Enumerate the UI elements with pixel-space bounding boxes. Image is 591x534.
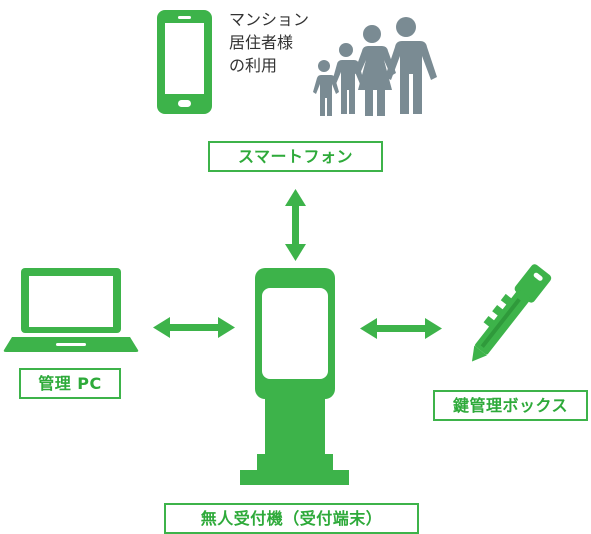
- smartphone-icon: [157, 10, 212, 114]
- key-box-label: 鍵管理ボックス: [433, 390, 588, 421]
- residents-line-2: 居住者様: [229, 33, 294, 52]
- smartphone-label: スマートフォン: [208, 141, 383, 172]
- kiosk-icon: [240, 268, 349, 485]
- residents-line-1: マンション: [229, 10, 310, 29]
- residents-line-3: の利用: [229, 56, 278, 75]
- admin-pc-label: 管理 PC: [19, 368, 121, 399]
- key-icon: [471, 264, 552, 362]
- right-double-arrow: [360, 318, 442, 339]
- kiosk-label: 無人受付機（受付端末）: [164, 503, 419, 534]
- laptop-icon: [3, 268, 139, 352]
- left-double-arrow: [153, 317, 235, 338]
- family-icon: [313, 17, 437, 116]
- residents-text: マンション 居住者様 の利用: [229, 8, 339, 77]
- vertical-double-arrow: [285, 189, 306, 261]
